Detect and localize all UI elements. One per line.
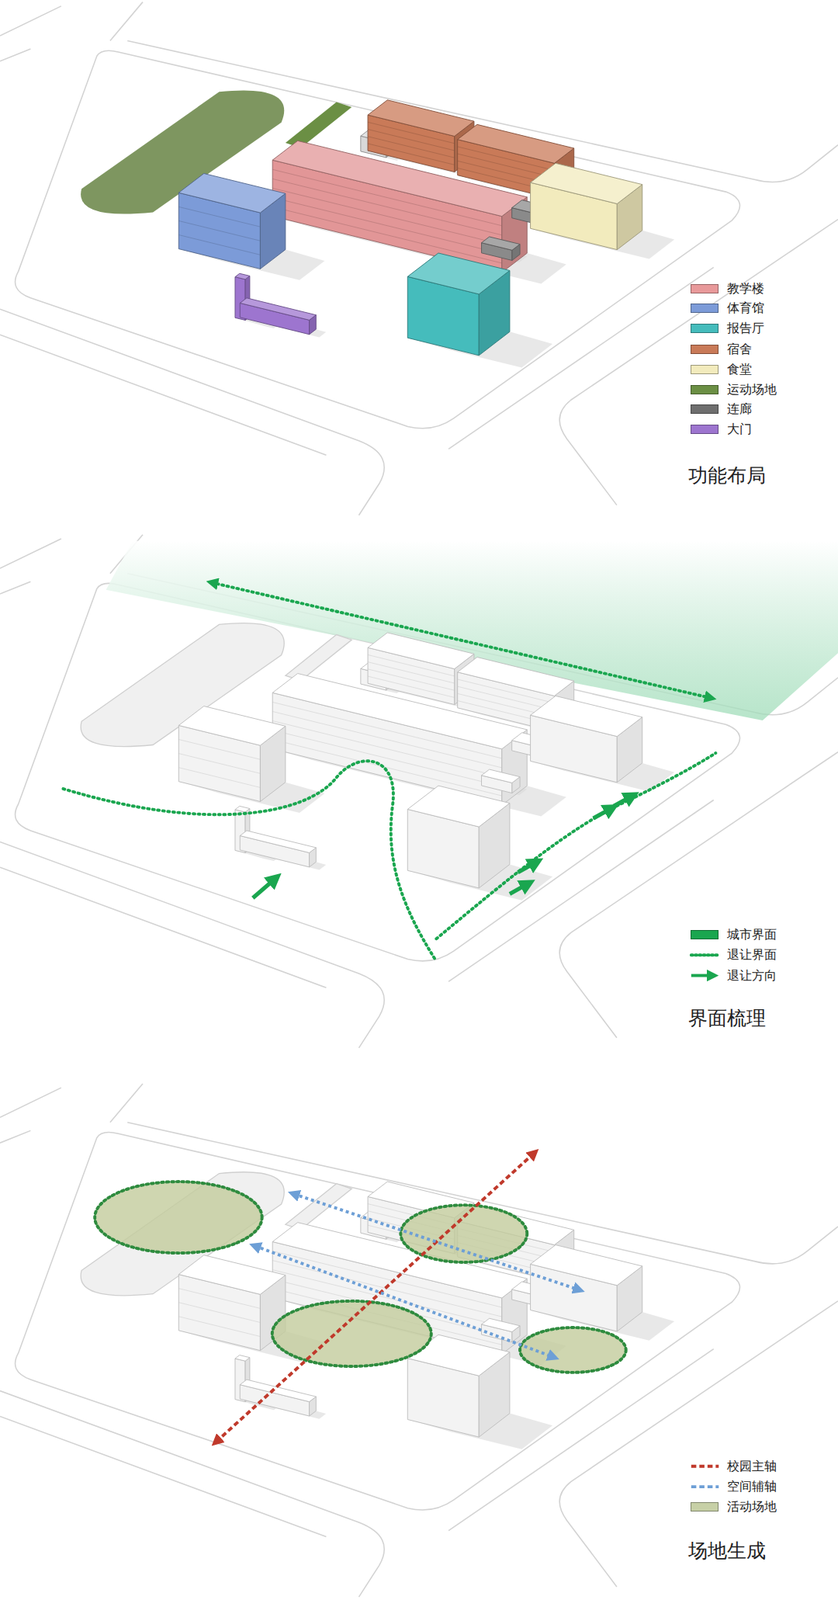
building-roof [481, 1317, 521, 1331]
legend-row: 活动场地 [690, 1496, 777, 1516]
legend-row: 宿舍 [690, 339, 752, 359]
legend-row: 退让方向 [690, 966, 777, 985]
floor-line [367, 129, 455, 151]
legend-line-samples [691, 954, 719, 1486]
panel-title: 界面梳理 [688, 1007, 766, 1028]
legend-swatch [690, 424, 719, 434]
legend-text: 教学楼 [727, 280, 765, 298]
floor-line [367, 654, 455, 676]
floor-line [272, 197, 503, 253]
building-roof [481, 236, 521, 250]
legend-row: 退让界面 [690, 945, 777, 964]
building-roof [235, 805, 250, 812]
legend-swatch [690, 344, 719, 354]
floor-line [272, 701, 503, 758]
floor-line [272, 206, 503, 263]
legend-text: 体育馆 [727, 300, 765, 317]
legend-swatch [690, 323, 719, 333]
legend-row: 空间辅轴 [690, 1476, 777, 1496]
legend-text: 大门 [727, 421, 752, 438]
floor-line [178, 738, 260, 759]
legend-spacer [690, 949, 719, 960]
legend-text: 运动场地 [727, 381, 777, 399]
floor-line [457, 678, 555, 703]
floor-line [457, 685, 555, 710]
legend-spacer [690, 1481, 719, 1491]
legend-row: 城市界面 [690, 924, 777, 944]
floor-line [178, 1288, 260, 1309]
building-roof [407, 252, 510, 295]
floor-line [272, 178, 503, 235]
legend-swatch [690, 929, 719, 939]
panel-title: 功能布局 [688, 465, 766, 485]
campus-axes [216, 1152, 580, 1441]
floor-line [367, 668, 455, 690]
legend-row: 报告厅 [690, 318, 765, 338]
panel-title: 场地生成 [688, 1540, 766, 1560]
building-roof [530, 1244, 643, 1285]
floor-line [367, 121, 455, 143]
legend-text: 报告厅 [727, 320, 765, 337]
building-roof [178, 706, 286, 746]
building-roof [367, 100, 475, 137]
building-roof [235, 273, 250, 280]
legend-row: 连廊 [690, 399, 752, 419]
floor-line [272, 710, 503, 767]
legend-text: 城市界面 [727, 926, 777, 943]
building-roof [530, 695, 643, 736]
legend-text: 活动场地 [727, 1498, 777, 1515]
building-roof [367, 632, 475, 669]
legend-swatch [690, 303, 719, 313]
activity-areas [94, 1180, 627, 1372]
legend-swatch [690, 1501, 719, 1511]
legend-swatch [690, 384, 719, 395]
legend-row: 大门 [690, 419, 752, 439]
legend-spacer [690, 970, 719, 980]
legend-row: 校园主轴 [690, 1456, 777, 1476]
floor-line [178, 206, 260, 227]
building-roof [457, 124, 575, 163]
building-roof [407, 785, 510, 827]
floor-line [272, 720, 503, 777]
legend-swatch [690, 364, 719, 374]
legend-text: 退让方向 [727, 967, 777, 984]
floor-line [272, 739, 503, 796]
buildings [178, 100, 675, 1449]
floor-line [272, 187, 503, 244]
legend-text: 校园主轴 [727, 1457, 777, 1475]
legend-swatch [690, 283, 719, 294]
legend-text: 宿舍 [727, 341, 752, 358]
building-roof [530, 162, 643, 204]
floor-line [457, 146, 555, 171]
legend-swatch [690, 404, 719, 414]
legend-row: 教学楼 [690, 279, 765, 298]
legend-text: 空间辅轴 [727, 1478, 777, 1495]
building-roof [178, 1254, 286, 1295]
setback-arrows [252, 795, 633, 897]
building-roof [481, 768, 521, 783]
floor-line [272, 730, 503, 787]
legend-row: 运动场地 [690, 380, 777, 399]
legend-text: 连廊 [727, 401, 752, 418]
building-roof [178, 173, 286, 213]
legend-text: 食堂 [727, 361, 752, 378]
building-group [178, 100, 675, 368]
legend-row: 体育馆 [690, 298, 765, 318]
building-roof [239, 1378, 316, 1402]
floor-line [367, 136, 455, 158]
legend-row: 食堂 [690, 360, 752, 379]
legend-spacer [690, 1461, 719, 1471]
floor-line [457, 153, 555, 178]
building-roof [239, 830, 316, 853]
building-roof [239, 297, 316, 321]
floor-line [367, 661, 455, 683]
building-roof [235, 1354, 250, 1361]
legend-text: 退让界面 [727, 946, 777, 963]
floor-line [272, 169, 503, 226]
setback-lines [62, 582, 716, 962]
